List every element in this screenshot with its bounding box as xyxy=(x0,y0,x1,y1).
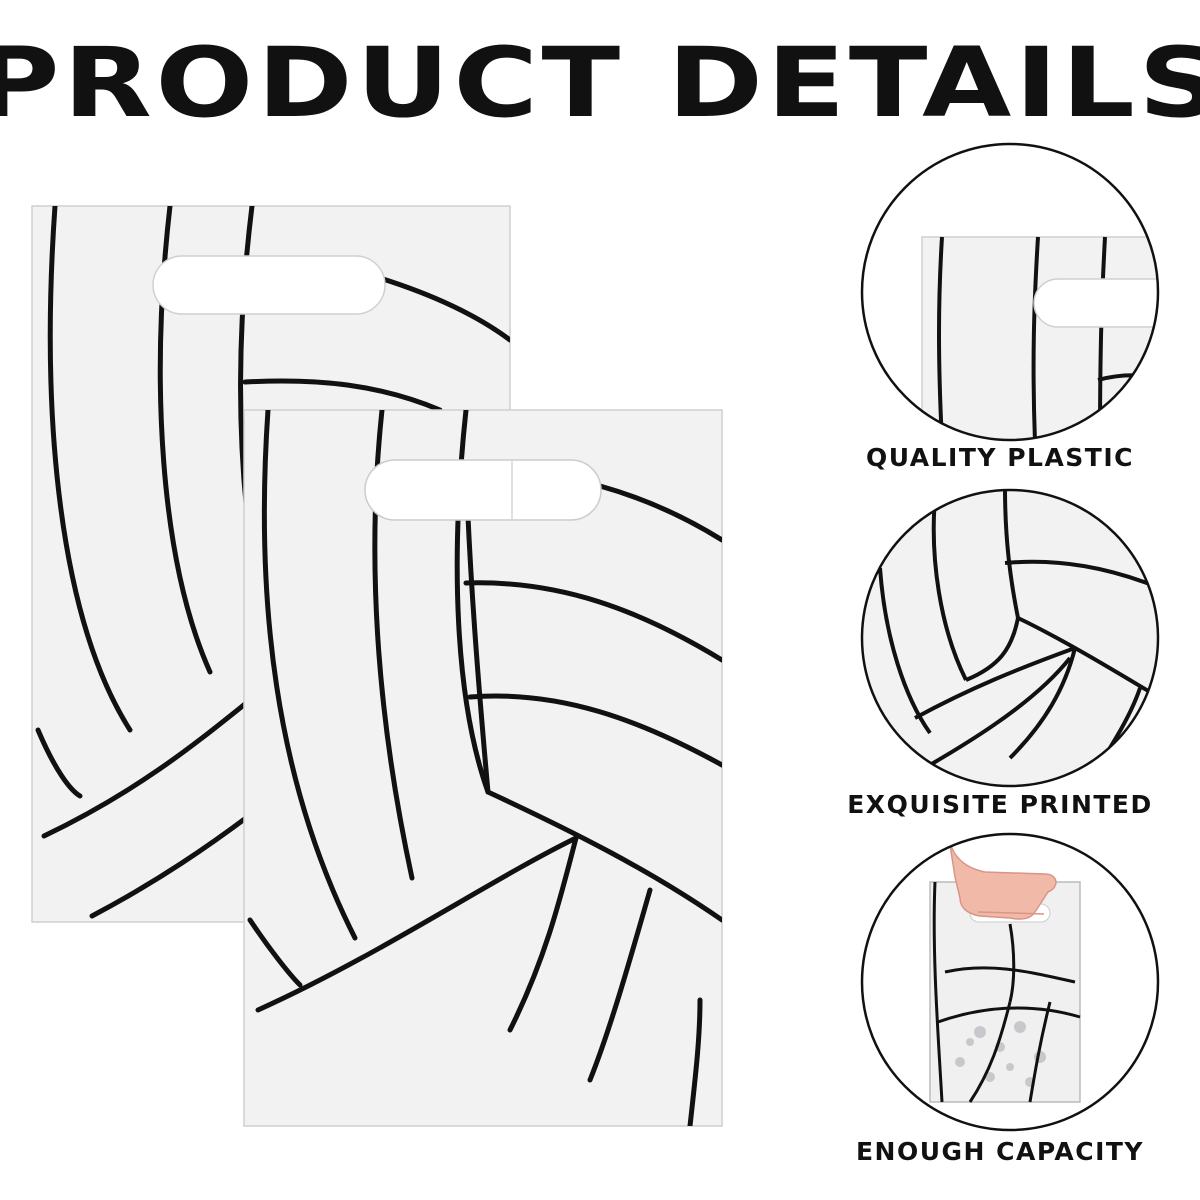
quality-plastic-label: QUALITY PLASTIC xyxy=(865,443,1135,472)
quality-plastic-closeup xyxy=(860,142,1160,442)
enough-capacity-closeup xyxy=(860,832,1160,1132)
volleyball-print-closeup-icon xyxy=(860,488,1160,788)
exquisite-printed-label: EXQUISITE PRINTED xyxy=(847,790,1153,819)
front-bag xyxy=(243,409,723,1127)
exquisite-printed-closeup xyxy=(860,488,1160,788)
page-title: PRODUCT DETAILS xyxy=(0,27,1200,139)
enough-capacity-label: ENOUGH CAPACITY xyxy=(855,1137,1145,1166)
hand-holding-filled-bag-icon xyxy=(860,832,1160,1132)
bag-edge-closeup-icon xyxy=(860,142,1160,442)
